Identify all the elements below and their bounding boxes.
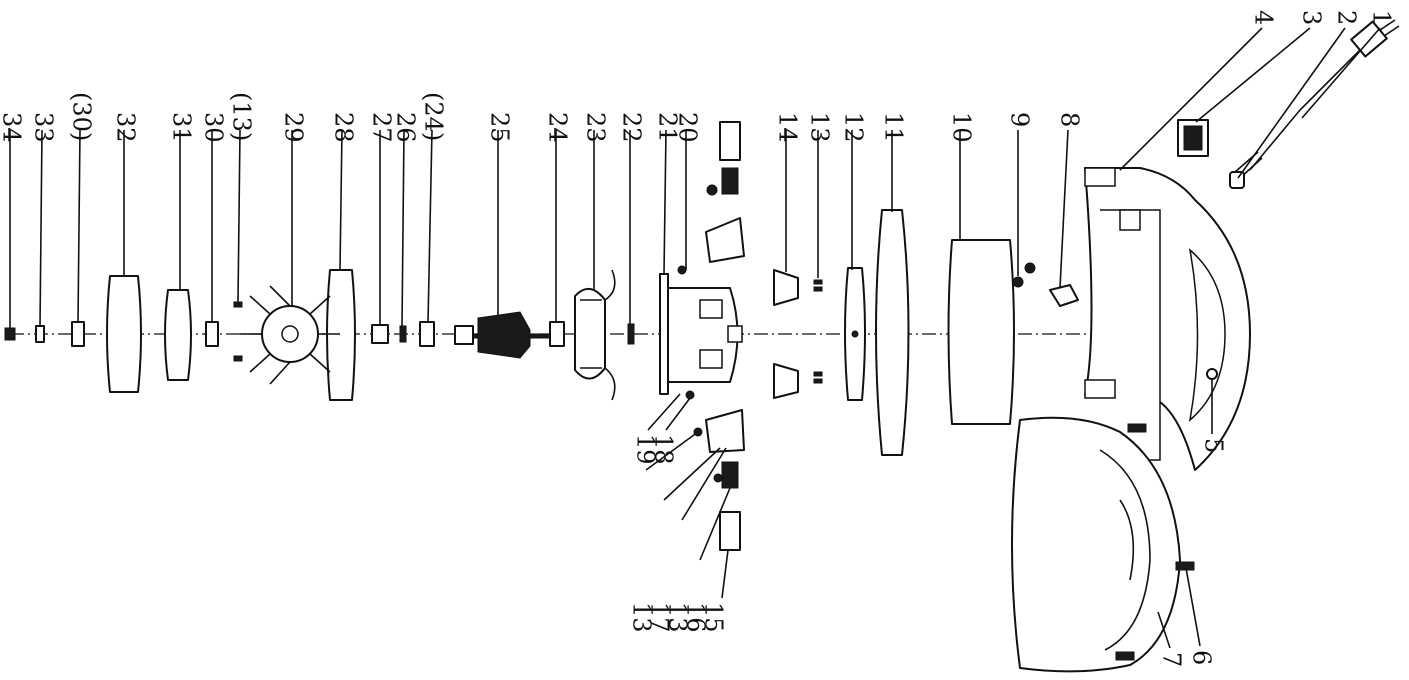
callout-label: 20: [674, 112, 702, 143]
leader-line: [647, 393, 681, 431]
cord-grommet: [1229, 171, 1245, 189]
brush-holder-bottom: [773, 363, 799, 399]
leader-line: [665, 397, 691, 431]
callout-label: 22: [618, 112, 646, 143]
nut-30b: [71, 321, 85, 347]
pins-13: [813, 279, 823, 384]
callout-label: 6: [1188, 650, 1216, 665]
fan-impeller: [240, 285, 340, 385]
front-ring: [106, 275, 142, 393]
bearing-24: [549, 321, 565, 347]
callout-label: 24: [544, 112, 572, 143]
callout-label: 31: [168, 112, 196, 143]
callout-label: (24): [420, 92, 448, 141]
callout-label: 2: [1333, 10, 1361, 25]
spacer-27: [371, 324, 389, 344]
cutting-disc: [164, 289, 192, 381]
rear-housing: [1084, 167, 1251, 471]
callout-label: 11: [880, 112, 908, 143]
callout-label: 26: [392, 112, 420, 143]
callout-label: 33: [30, 112, 58, 143]
callout-label: 12: [840, 112, 868, 143]
leader-line: [1157, 611, 1171, 649]
nut-30: [205, 321, 219, 347]
gasket-ring: [875, 209, 910, 456]
callout-label: 8: [1056, 112, 1084, 127]
callout-label: 28: [330, 112, 358, 143]
leader-line: [237, 129, 241, 303]
callout-label: 14: [774, 112, 802, 143]
callout-label: 10: [948, 112, 976, 143]
armature: [454, 311, 551, 359]
leader-line: [1185, 567, 1201, 647]
leader-line: [77, 129, 81, 323]
field-coil: [574, 269, 616, 401]
leader-line: [1195, 27, 1311, 123]
leader-line: [663, 447, 721, 501]
callout-label: 18: [650, 434, 678, 465]
callout-label: 7: [1158, 652, 1186, 667]
screw-pair-9: [1012, 262, 1036, 288]
leader-line: [699, 487, 731, 561]
brush-holder-top: [773, 269, 799, 306]
leader-line: [427, 129, 433, 323]
leader-line: [645, 431, 699, 471]
washer-26: [399, 325, 407, 343]
motor-stator: [659, 273, 743, 395]
nut: [1206, 368, 1218, 380]
leader-line: [1119, 27, 1263, 171]
washer-22: [627, 323, 635, 345]
callout-label: 13: [664, 602, 692, 633]
leader-line: [1059, 129, 1069, 289]
callout-label: 25: [486, 112, 514, 143]
callout-label: 32: [112, 112, 140, 143]
wire-clip: [1049, 284, 1079, 307]
leader-line: [721, 549, 729, 599]
cap-34: [4, 327, 16, 341]
leader-line: [339, 129, 343, 271]
leader-line: [401, 129, 405, 327]
pin-13b: [233, 355, 243, 362]
rocker-switch: [1177, 119, 1209, 157]
brush-cap-top: [705, 217, 745, 263]
callout-label: 5: [1200, 438, 1228, 453]
callout-label: 30: [200, 112, 228, 143]
rear-grille: [947, 239, 1015, 425]
callout-label: 3: [1298, 10, 1326, 25]
brush-cap-bottom: [705, 409, 745, 453]
front-cover: [1011, 416, 1195, 673]
callout-label: 27: [368, 112, 396, 143]
callout-label: 1: [1368, 10, 1396, 25]
callout-label: 13: [806, 112, 834, 143]
pin-13a: [233, 301, 243, 308]
leader-line: [39, 129, 43, 327]
power-cord: [1234, 19, 1400, 179]
callout-label: 29: [280, 112, 308, 143]
callout-label: 34: [0, 112, 26, 143]
washer-33: [35, 325, 45, 343]
leader-line: [681, 447, 727, 521]
callout-label: 9: [1006, 112, 1034, 127]
callout-label: 23: [582, 112, 610, 143]
callout-label: 21: [654, 112, 682, 143]
callout-label: 17: [646, 602, 674, 633]
leader-line: [1237, 27, 1346, 179]
callout-label: 13: [628, 602, 656, 633]
callout-label: 19: [632, 434, 660, 465]
callout-label: 16: [682, 602, 710, 633]
callout-label: (30): [68, 92, 96, 141]
bearing-24b: [419, 321, 435, 347]
leader-line: [663, 129, 667, 275]
callout-label: (13): [228, 92, 256, 141]
fan-baffle: [326, 269, 356, 401]
flange-plate: [844, 267, 866, 401]
callout-label: 4: [1250, 10, 1278, 25]
callout-label: 15: [700, 602, 728, 633]
leader-line: [1301, 27, 1381, 119]
